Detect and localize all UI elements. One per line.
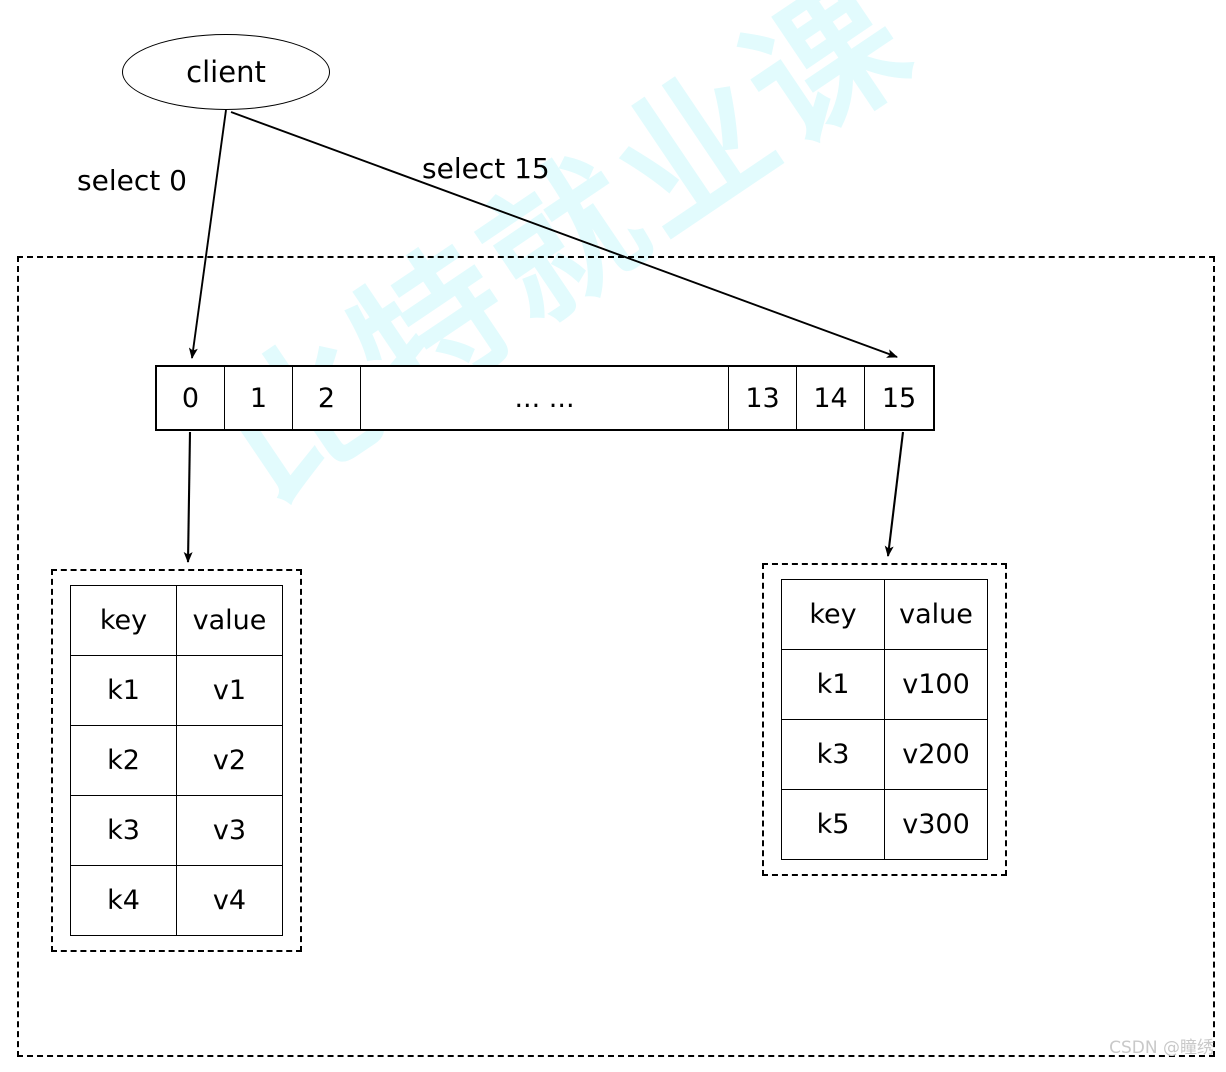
column-header-value: value [176, 585, 283, 656]
cell-key: k2 [70, 725, 177, 796]
cell-key: k3 [781, 719, 885, 790]
db0-keyspace-group: key value k1 v1 k2 v2 k3 v3 k4 v4 [51, 569, 302, 952]
cell-key: k1 [781, 649, 885, 720]
edge-client-to-db0 [188, 109, 227, 359]
cell-key: k3 [70, 795, 177, 866]
column-header-value: value [884, 579, 988, 650]
db-cell-14[interactable]: 14 [797, 367, 865, 429]
cell-key: k5 [781, 789, 885, 860]
edge-db0-to-table0 [183, 431, 193, 563]
table-row: k1 v100 [781, 649, 988, 720]
cell-value: v3 [176, 795, 283, 866]
edge-label-select-0: select 0 [77, 164, 187, 197]
db-cell-13[interactable]: 13 [729, 367, 797, 429]
client-node-label: client [186, 54, 266, 89]
cell-value: v100 [884, 649, 988, 720]
db15-keyspace-table: key value k1 v100 k3 v200 k5 v300 [781, 579, 988, 860]
db-cell-2[interactable]: 2 [293, 367, 361, 429]
edge-client-to-db15 [230, 111, 898, 358]
db0-keyspace-table: key value k1 v1 k2 v2 k3 v3 k4 v4 [70, 585, 283, 936]
db-cell-1[interactable]: 1 [225, 367, 293, 429]
table-row: k4 v4 [70, 865, 283, 936]
client-node: client [122, 34, 330, 110]
cell-value: v1 [176, 655, 283, 726]
edge-label-select-15: select 15 [422, 152, 550, 185]
redis-database-index-strip: 0 1 2 ... ... 13 14 15 [155, 365, 935, 431]
cell-value: v4 [176, 865, 283, 936]
table-row: k3 v3 [70, 795, 283, 866]
cell-key: k4 [70, 865, 177, 936]
table-row: k3 v200 [781, 719, 988, 790]
table-row: k5 v300 [781, 789, 988, 860]
cell-value: v300 [884, 789, 988, 860]
redis-server-container [17, 256, 1215, 1057]
db15-keyspace-group: key value k1 v100 k3 v200 k5 v300 [762, 563, 1007, 876]
cell-value: v2 [176, 725, 283, 796]
column-header-key: key [70, 585, 177, 656]
db-cell-0[interactable]: 0 [157, 367, 225, 429]
table-header-row: key value [70, 585, 283, 656]
cell-value: v200 [884, 719, 988, 790]
edge-db15-to-table15 [884, 431, 905, 557]
cell-key: k1 [70, 655, 177, 726]
table-header-row: key value [781, 579, 988, 650]
table-row: k1 v1 [70, 655, 283, 726]
column-header-key: key [781, 579, 885, 650]
db-cell-ellipsis: ... ... [361, 367, 729, 429]
db-cell-15[interactable]: 15 [865, 367, 933, 429]
table-row: k2 v2 [70, 725, 283, 796]
